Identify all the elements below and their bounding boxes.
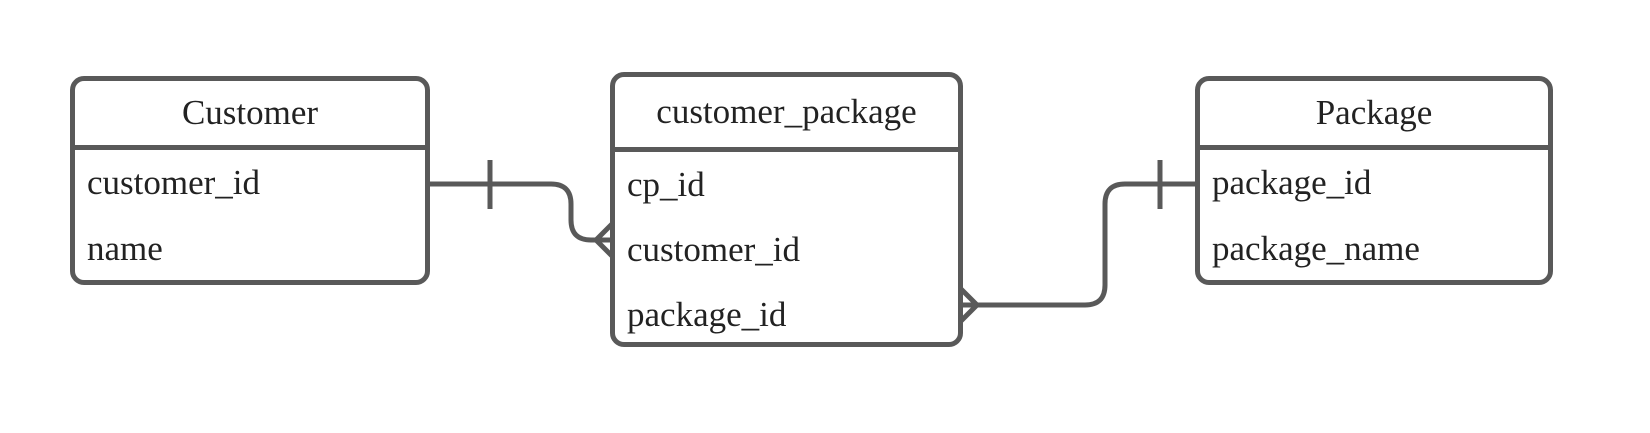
attribute-row[interactable]: customer_id — [627, 230, 801, 269]
attribute-row[interactable]: package_id — [1212, 163, 1372, 202]
attribute-row[interactable]: package_id — [627, 295, 787, 334]
attribute-row[interactable]: package_name — [1212, 229, 1420, 268]
relationship-customer-package-to-package — [959, 160, 1195, 323]
entity-customer-title: Customer — [181, 93, 319, 132]
entity-package-title: Package — [1315, 93, 1433, 132]
entity-customer-divider — [75, 145, 425, 150]
attribute-row[interactable]: cp_id — [627, 165, 705, 204]
entity-package-attributes: package_id package_name — [1200, 150, 1548, 280]
entity-customer-package-divider — [615, 147, 958, 152]
entity-customer[interactable]: Customer customer_id name — [70, 76, 430, 285]
connector-line-customer-package-package — [963, 181, 1195, 308]
relationship-customer-to-customer-package — [430, 160, 614, 258]
connector-line-customer-customer-package — [430, 181, 610, 243]
crows-foot-customer-package-right — [959, 287, 979, 323]
entity-package-divider — [1200, 145, 1548, 150]
entity-package[interactable]: Package package_id package_name — [1195, 76, 1553, 285]
entity-customer-package-attributes: cp_id customer_id package_id — [615, 152, 958, 342]
attribute-row[interactable]: customer_id — [87, 163, 261, 202]
attribute-row[interactable]: name — [87, 229, 163, 268]
entity-customer-attributes: customer_id name — [75, 150, 425, 280]
entity-customer-package-title: customer_package — [656, 92, 917, 131]
entity-customer-package[interactable]: customer_package cp_id customer_id packa… — [610, 72, 963, 347]
